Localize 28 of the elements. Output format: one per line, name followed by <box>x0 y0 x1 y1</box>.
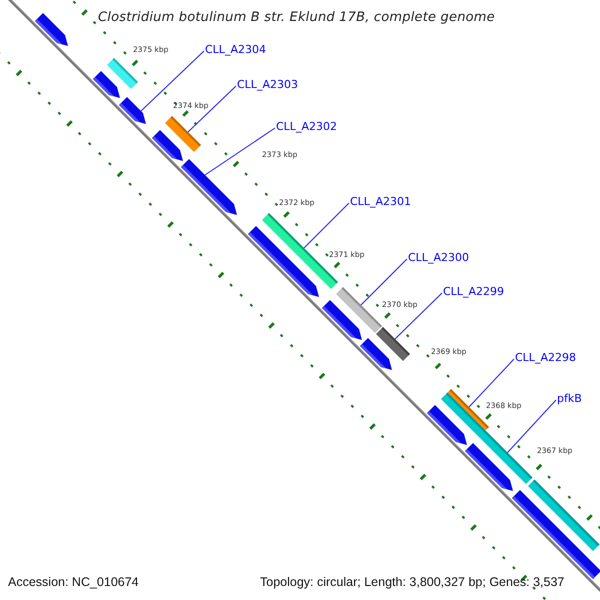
gene-block <box>360 338 392 370</box>
gene-block <box>512 490 600 579</box>
gene-label: CLL_A2302 <box>276 120 337 133</box>
leader-line <box>394 292 442 340</box>
gene-block <box>322 300 362 340</box>
footer-text: Topology: circular; Length: 3,800,327 bp; Genes: 3,537 <box>260 575 564 589</box>
gene-label: CLL_A2299 <box>443 285 504 298</box>
gene-label: pfkB <box>557 392 582 405</box>
gene-label: CLL_A2298 <box>515 351 576 364</box>
leader-line <box>360 258 408 306</box>
gene-block <box>35 13 68 46</box>
gene-block <box>427 405 467 445</box>
leader-line <box>140 50 204 112</box>
gene-label: CLL_A2300 <box>408 251 469 264</box>
leader-line <box>304 202 350 248</box>
title: Clostridium botulinum B str. Eklund 17B, complete genome <box>98 10 495 25</box>
gene-label: CLL_A2304 <box>205 43 266 56</box>
footer-text: Accession: NC_010674 <box>8 575 139 589</box>
gene-label: CLL_A2303 <box>237 78 298 91</box>
gene-block <box>152 130 183 161</box>
gene-block <box>119 97 146 124</box>
gene-block <box>248 226 319 297</box>
leader-line <box>468 358 514 408</box>
gene-block <box>181 159 237 215</box>
gene-block <box>93 71 120 98</box>
leader-line <box>188 86 236 132</box>
gene-block <box>465 443 513 491</box>
gene-label: CLL_A2301 <box>350 195 411 208</box>
